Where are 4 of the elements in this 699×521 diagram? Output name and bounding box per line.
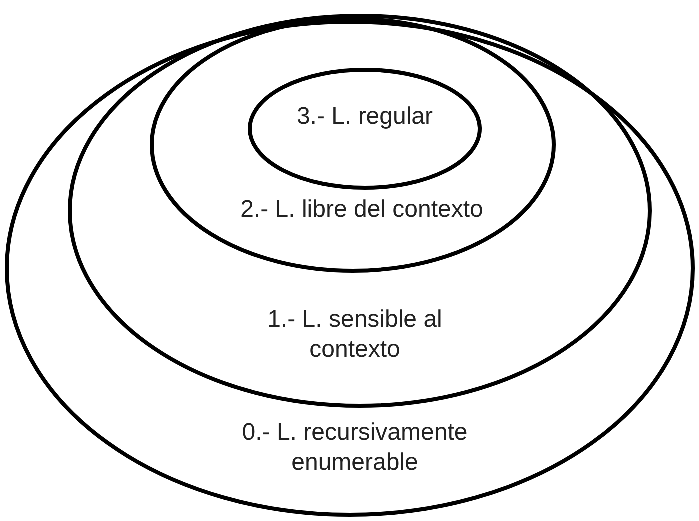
language-class-label: 2.- L. libre del contexto xyxy=(240,195,484,225)
language-class-label: 3.- L. regular xyxy=(296,102,434,132)
language-class-label: 1.- L. sensible al contexto xyxy=(266,305,444,365)
language-class-label: 0.- L. recursivamente enumerable xyxy=(241,418,469,478)
